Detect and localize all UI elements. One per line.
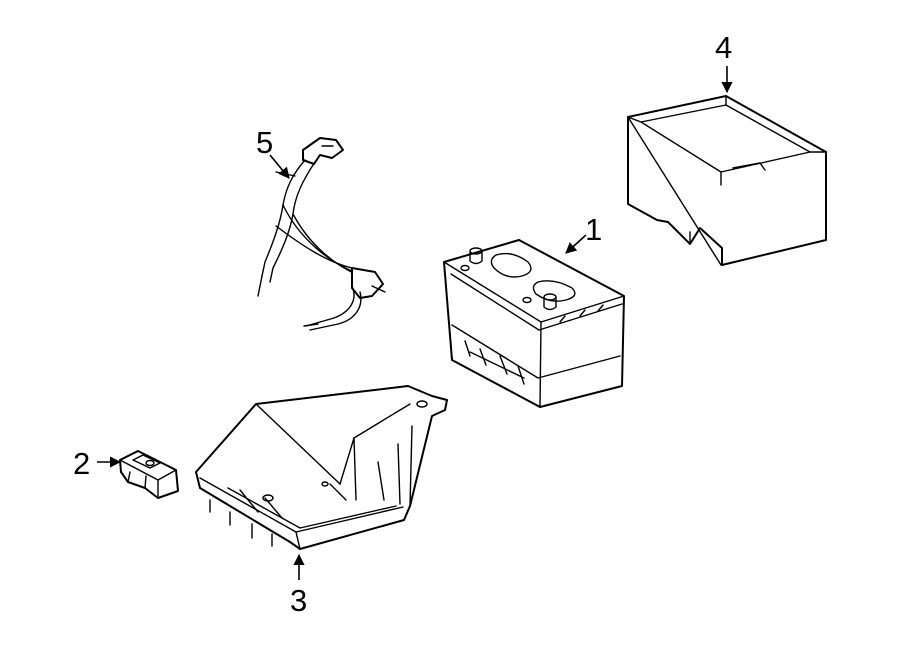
cable-harness-part [257,137,386,331]
battery-part [443,239,625,408]
hold-down-clamp-part [119,450,179,499]
callout-1-label: 1 [585,212,602,247]
callout-2-label: 2 [73,446,90,481]
callout-5-label: 5 [256,125,273,160]
callout-3-label: 3 [290,583,307,618]
battery-tray-part [195,385,448,550]
callout-1-leader [565,234,587,254]
insulator-box-part [627,95,827,266]
callout-4-label: 4 [715,30,732,65]
callout-5-leader [269,154,290,179]
